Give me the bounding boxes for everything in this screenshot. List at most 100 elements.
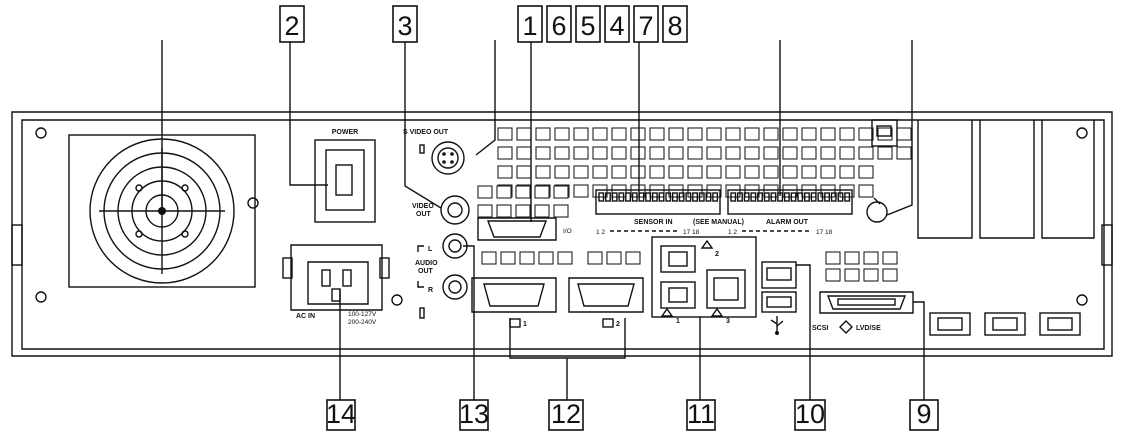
vent-hole [863, 251, 879, 265]
voltage-label-2: 200-240V [348, 319, 377, 326]
voltage-label-1: 100-127V [348, 311, 377, 318]
lan-1-label: 1 [676, 318, 680, 325]
terminal-pin [685, 192, 692, 202]
vent-hole [858, 184, 874, 198]
vent-hole [896, 127, 912, 141]
network-icon [710, 307, 724, 317]
vent-hole [668, 146, 684, 160]
vent-hole [592, 165, 608, 179]
vent-hole [744, 127, 760, 141]
terminal-pin [698, 192, 705, 202]
terminal-pin [743, 192, 750, 202]
callout-box-11 [686, 399, 716, 431]
screw-icon [1076, 127, 1088, 139]
alarm-range-end: 17 18 [816, 229, 833, 236]
vent-hole [825, 268, 841, 282]
audio-connectors: AUDIO OUT L R [415, 233, 468, 319]
screw-icon [247, 197, 259, 209]
vent-hole [706, 127, 722, 141]
see-manual-label: (SEE MANUAL) [693, 219, 744, 226]
callout-number-12: 12 [551, 399, 581, 429]
vent-hole [496, 185, 512, 199]
terminal-pin [737, 192, 743, 202]
callout-box-12 [548, 399, 584, 431]
vent-hole [782, 146, 798, 160]
terminal-pin [790, 192, 797, 202]
callout-number-3: 3 [397, 11, 412, 41]
vent-hole [820, 127, 836, 141]
terminal-pin [763, 192, 770, 202]
alarm-range-start: 1 2 [728, 229, 737, 236]
vent-hole [534, 204, 550, 218]
vent-hole [801, 165, 817, 179]
vent-hole [763, 146, 779, 160]
terminal-pin [638, 192, 645, 202]
vent-hole [496, 204, 512, 218]
serial-port: I/O [477, 217, 572, 241]
screw-icon [35, 127, 47, 139]
audio-l-label: L [428, 246, 433, 253]
vent-hole [497, 127, 513, 141]
vent-hole [744, 146, 760, 160]
vent-hole [877, 127, 893, 141]
terminal-pin [804, 192, 810, 202]
vent-hole [725, 184, 741, 198]
callout-box-10 [794, 399, 826, 431]
callout-number-8: 8 [667, 11, 682, 41]
scsi-port: SCSI LVD/SE [812, 291, 914, 334]
terminal-pin [598, 192, 605, 202]
vent-hole [744, 165, 760, 179]
chassis [11, 111, 1113, 357]
leader-lines [161, 40, 925, 400]
vent-hole [863, 268, 879, 282]
terminal-pin [824, 192, 830, 202]
vent-hole [477, 204, 493, 218]
network-icon [660, 307, 674, 317]
vent-hole [557, 251, 573, 265]
callout-box-2 [279, 5, 305, 43]
terminal-pin [783, 192, 790, 202]
ac-inlet: AC IN 100-127V 200-240V [282, 244, 390, 326]
vent-hole [519, 251, 535, 265]
callout-number-6: 6 [551, 11, 566, 41]
monitor-2-label: 2 [616, 321, 620, 328]
vent-hole [763, 165, 779, 179]
vent-hole [535, 146, 551, 160]
vent-hole [611, 165, 627, 179]
terminal-blocks: SENSOR IN (SEE MANUAL) ALARM OUT 1 2 17 … [595, 189, 853, 236]
callout-box-13 [459, 399, 489, 431]
terminal-pin [665, 192, 672, 202]
callout-number-13: 13 [459, 399, 489, 429]
vent-hole [839, 184, 855, 198]
terminal-pin [705, 192, 712, 202]
vent-hole [611, 146, 627, 160]
terminal-pin [692, 192, 698, 202]
callout-number-1: 1 [522, 11, 537, 41]
audio-out-label-1: AUDIO [415, 260, 438, 267]
callout-number-14: 14 [326, 399, 356, 429]
vent-hole [516, 146, 532, 160]
callout-box-9 [909, 399, 939, 431]
vent-hole [844, 251, 860, 265]
terminal-pin [797, 192, 804, 202]
vent-hole [554, 127, 570, 141]
vent-hole [706, 146, 722, 160]
vent-hole [839, 165, 855, 179]
callout-number-11: 11 [687, 399, 715, 429]
terminal-pin [730, 192, 737, 202]
io-mark: I/O [563, 228, 572, 235]
lvd-se-label: LVD/SE [856, 325, 881, 332]
screw-icon [391, 294, 403, 306]
vent-hole [820, 165, 836, 179]
vent-hole [477, 185, 493, 199]
vent-hole [630, 165, 646, 179]
usb-ports [761, 261, 797, 335]
vent-hole [573, 165, 589, 179]
vent-hole [630, 146, 646, 160]
network-icon [700, 239, 714, 249]
vent-hole [630, 184, 646, 198]
vent-hole [535, 127, 551, 141]
vent-hole [839, 127, 855, 141]
vent-hole [649, 146, 665, 160]
terminal-pin [625, 192, 631, 202]
